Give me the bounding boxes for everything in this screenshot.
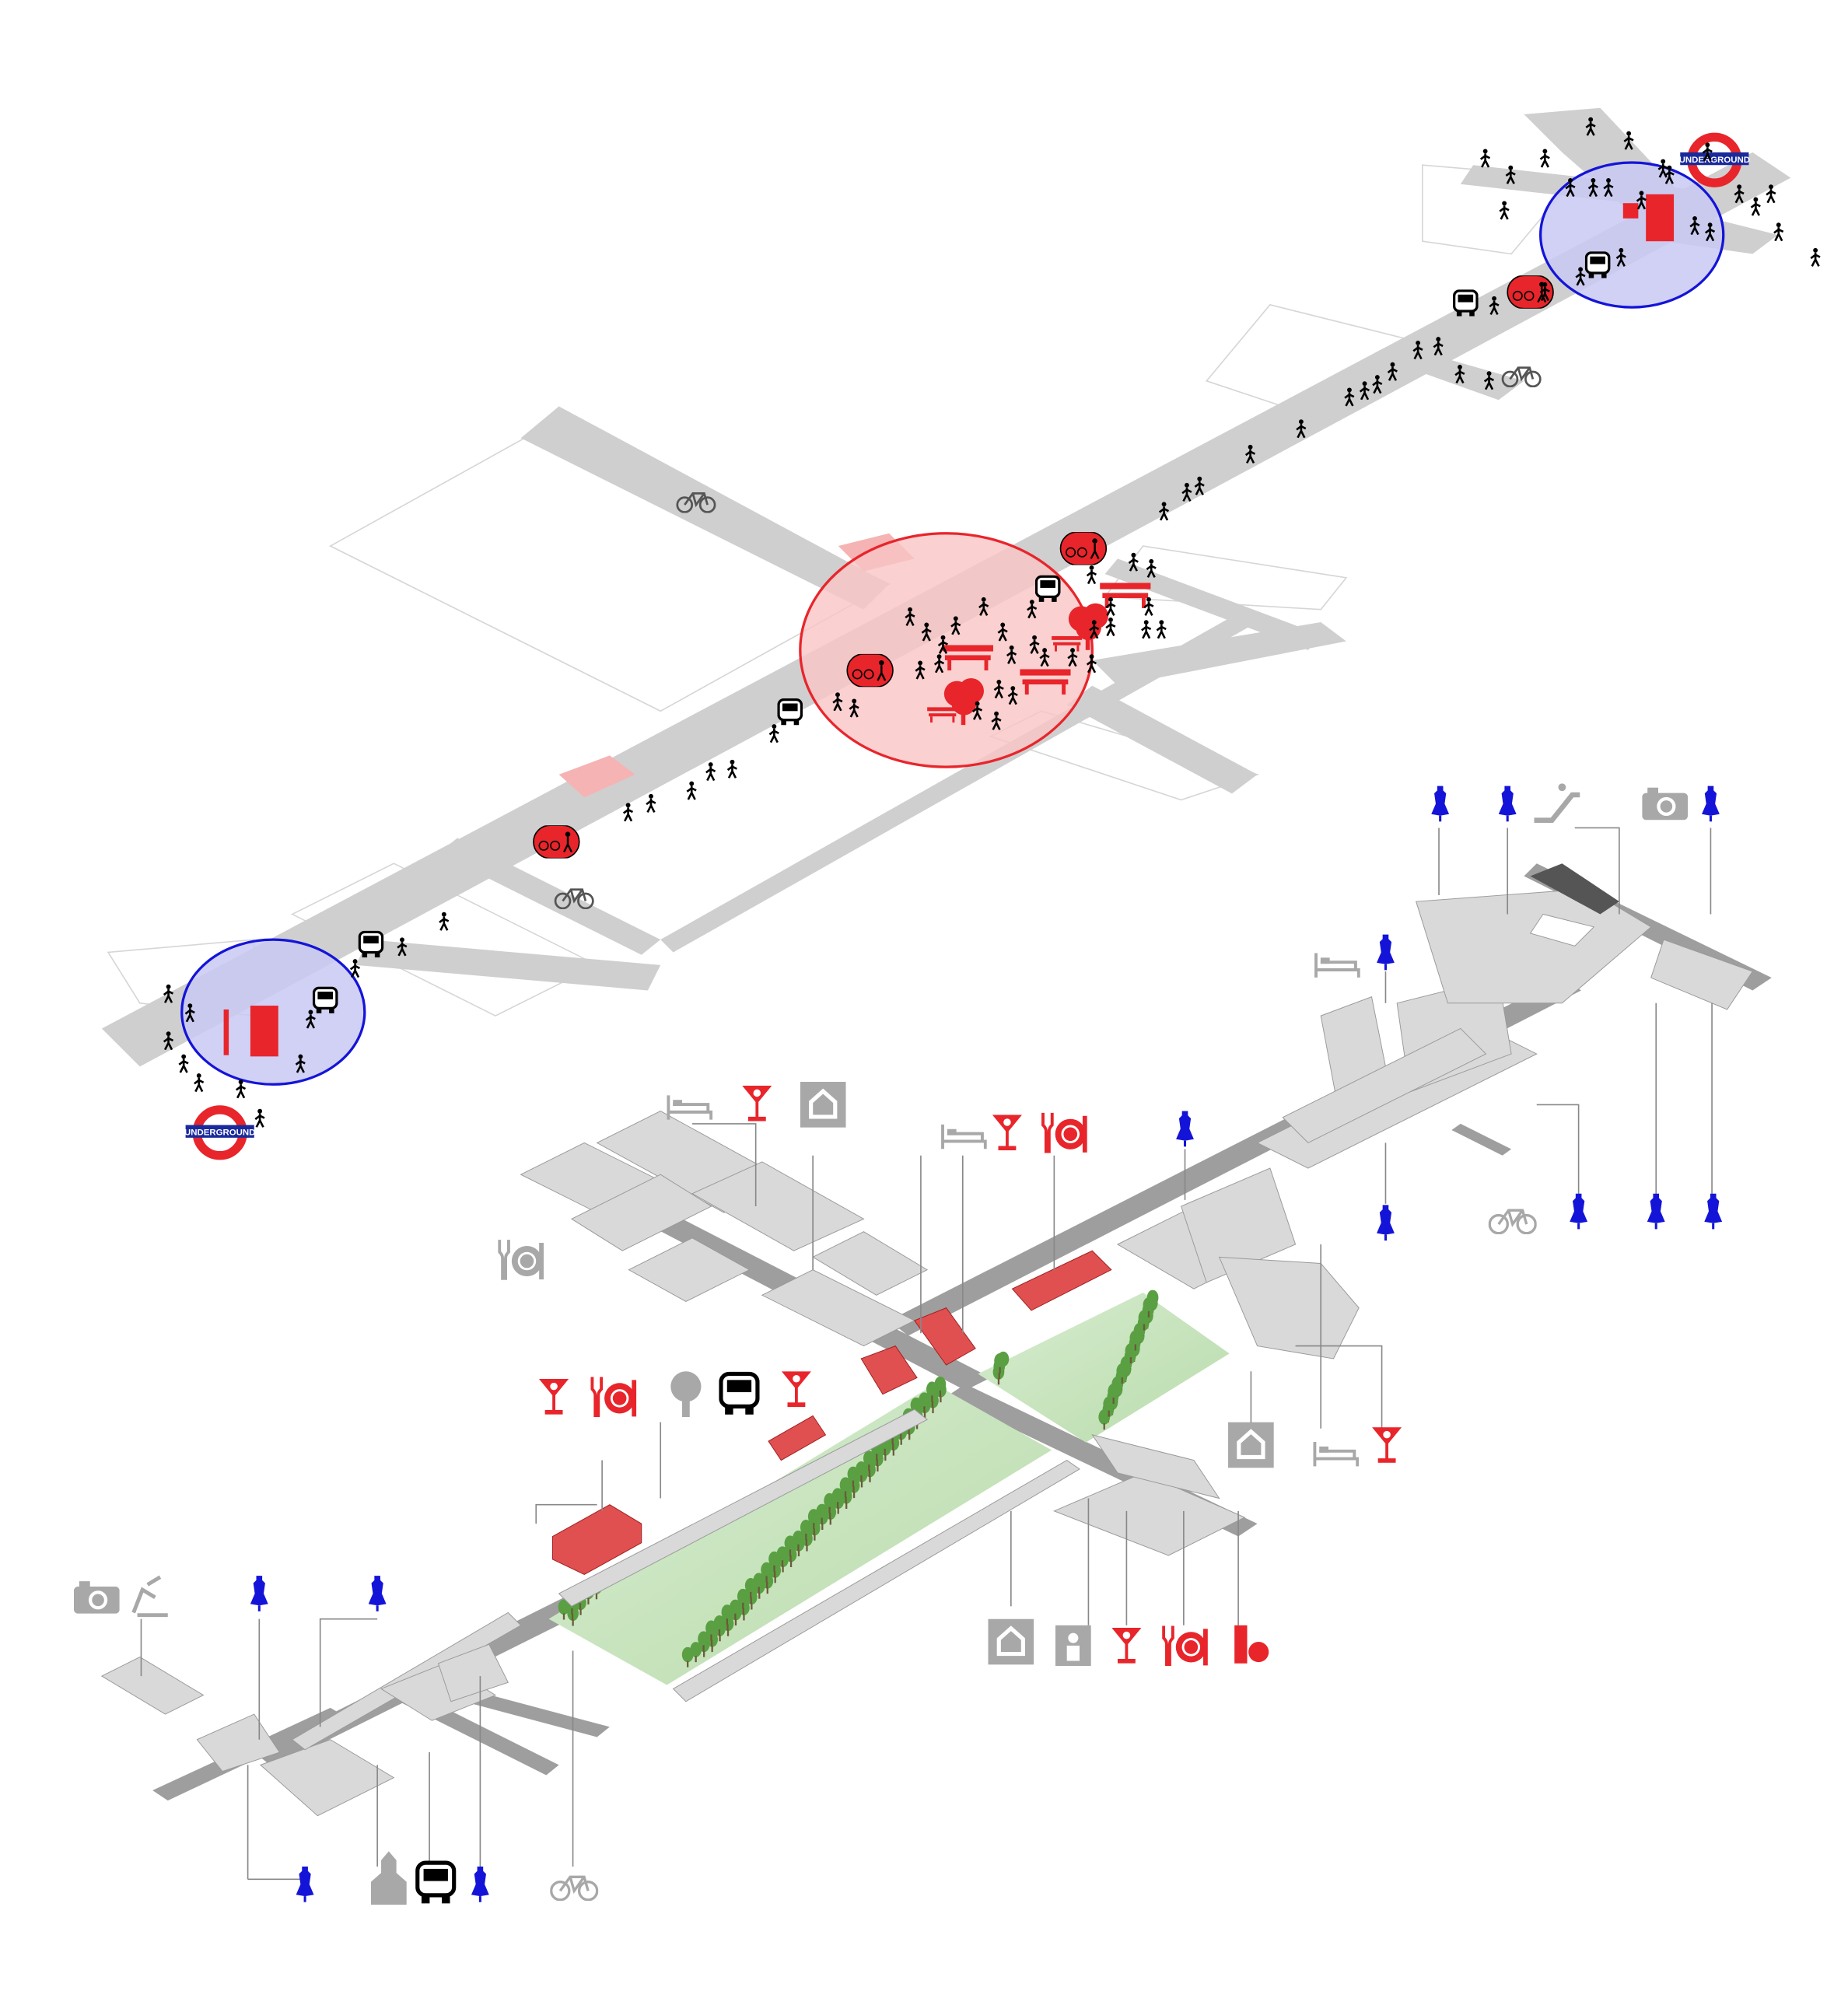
bus-icon — [312, 986, 338, 1015]
dress-form-icon — [1570, 1193, 1588, 1230]
bike-icon — [1488, 1209, 1537, 1234]
restaurant-icon — [592, 1377, 636, 1416]
restaurant-icon — [1043, 1113, 1087, 1153]
bus-icon — [1453, 289, 1479, 318]
restaurant-icon — [499, 1240, 544, 1279]
bench-icon — [1100, 583, 1151, 609]
church-icon — [370, 1851, 407, 1905]
bike-icon — [550, 1875, 599, 1902]
bus-icon — [1034, 575, 1061, 604]
station-catchment-zone-east — [1539, 161, 1725, 309]
bus-icon — [358, 930, 384, 959]
bike-pedestrian-marker — [1059, 532, 1108, 565]
pedestrian-icon — [768, 723, 780, 744]
bike-pedestrian-marker — [1506, 275, 1555, 309]
food-drink-icons — [539, 1085, 1402, 1665]
pedestrian-icon — [254, 1108, 266, 1128]
camera-icon — [1642, 787, 1689, 821]
pedestrian-icon — [1156, 619, 1167, 639]
pedestrian-icon — [193, 1072, 205, 1093]
movement-map: UNDERGROUND UNDERGROUND — [101, 107, 1822, 1160]
pedestrian-icon — [1086, 565, 1097, 585]
dress-form-icon — [1498, 786, 1517, 822]
bus-icon — [418, 1863, 454, 1903]
camera-icon — [73, 1581, 120, 1614]
pedestrian-icon — [726, 759, 738, 779]
parking-icon — [223, 1009, 229, 1055]
dress-form-icon — [1431, 786, 1450, 822]
hotel-bed-icon — [667, 1093, 713, 1120]
land-use-map — [73, 783, 1772, 1905]
cocktail-icon — [781, 1371, 811, 1407]
dress-form-icon — [1704, 1193, 1723, 1230]
dress-form-icon — [1702, 786, 1720, 822]
dress-form-icon — [1377, 934, 1395, 971]
pedestrian-icon — [1539, 149, 1551, 168]
dress-form-icon — [1647, 1193, 1665, 1230]
dress-form-icon — [471, 1867, 489, 1902]
bike-pedestrian-marker — [845, 653, 894, 688]
housing-icon — [988, 1619, 1034, 1665]
cocktail-icon — [992, 1114, 1022, 1151]
fast-food-icon — [1234, 1625, 1269, 1664]
dress-form-icon — [296, 1867, 314, 1902]
escalator-icon — [1534, 783, 1580, 823]
pedestrian-icon — [685, 781, 698, 800]
hatched-area — [558, 755, 635, 798]
dress-form-icon — [1176, 1111, 1194, 1147]
cocktail-icon — [742, 1085, 772, 1121]
park-north — [978, 1293, 1230, 1443]
pedestrian-icon — [1140, 619, 1152, 639]
underground-sign-east: UNDERGROUND — [1679, 132, 1750, 187]
dress-form-icon — [1377, 1205, 1395, 1241]
railway-structure — [1530, 863, 1619, 915]
housing-icon — [1228, 1422, 1274, 1468]
hotel-bed-icon — [941, 1122, 987, 1149]
pedestrian-icon — [645, 793, 657, 813]
pedestrian-icon — [1479, 149, 1491, 168]
underground-label: UNDERGROUND — [1679, 156, 1750, 165]
cocktail-icon — [1372, 1427, 1402, 1463]
leader-lines — [140, 827, 1713, 1881]
bus-icon — [777, 698, 803, 726]
dress-form-icon — [368, 1576, 387, 1611]
underground-label: UNDERGROUND — [184, 1128, 255, 1138]
pedestrian-icon — [235, 1079, 247, 1099]
pedestrian-icon — [1773, 222, 1785, 242]
bus-icon — [721, 1374, 758, 1415]
pedestrian-icon — [1809, 247, 1822, 267]
hotel-bed-icon — [1314, 951, 1360, 978]
community-icon — [1055, 1625, 1091, 1667]
hotel-bed-icon — [1313, 1440, 1360, 1467]
amenity-icons — [73, 783, 1689, 1905]
cocktail-icon — [539, 1379, 569, 1415]
restaurant-icon — [1164, 1625, 1208, 1665]
bike-hire-icon — [1646, 194, 1675, 242]
pedestrian-icon — [705, 761, 716, 782]
pedestrian-icon — [177, 1054, 190, 1073]
office-worker-icon — [131, 1575, 168, 1618]
dress-form-icon — [250, 1576, 268, 1611]
cocktail-icon — [1111, 1628, 1142, 1664]
housing-icon — [800, 1082, 846, 1128]
highlighted-buildings — [551, 1250, 1112, 1576]
pedestrian-icon — [1750, 197, 1762, 216]
bike-pedestrian-marker — [532, 825, 581, 859]
park-tree-icon — [670, 1371, 702, 1418]
buildings — [100, 888, 1754, 1817]
underground-sign-west: UNDERGROUND — [184, 1105, 255, 1160]
pedestrian-icon — [622, 802, 634, 822]
bike-hire-icon — [250, 1006, 278, 1057]
parking-icon — [1622, 203, 1639, 219]
